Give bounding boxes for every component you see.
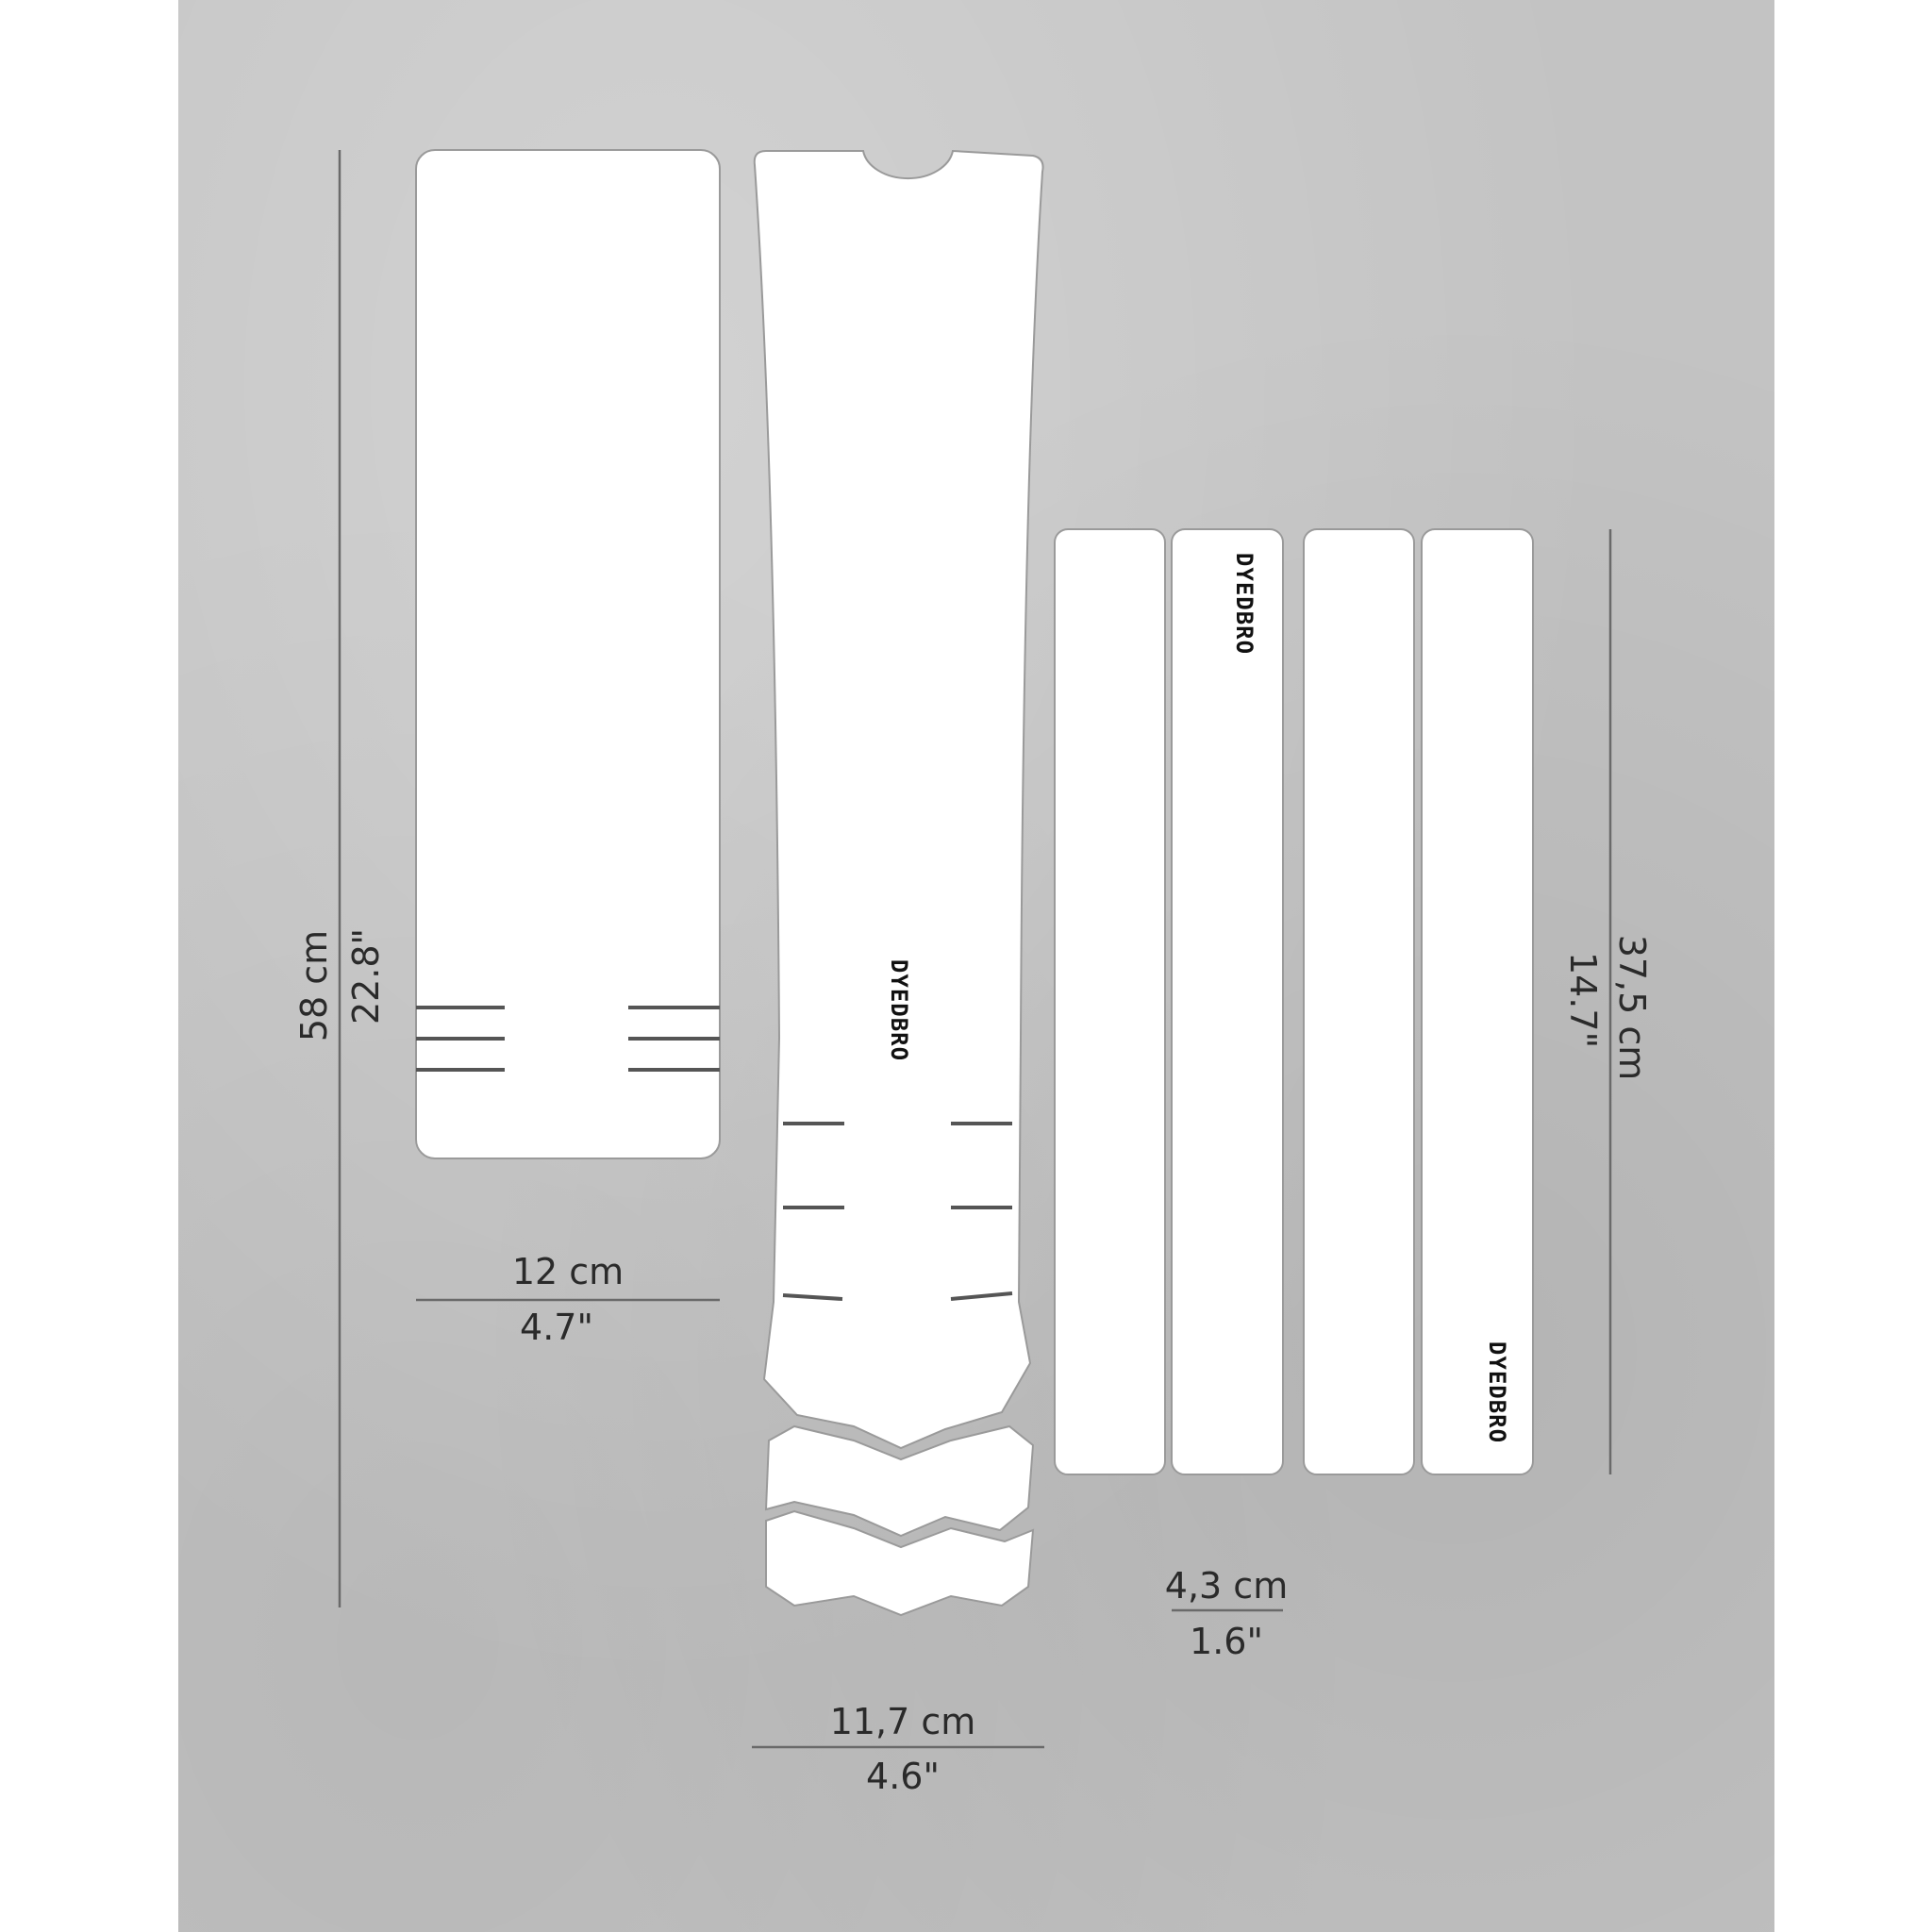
strip-4 (1421, 528, 1534, 1475)
strip-height-in: 14.7" (1562, 951, 1604, 1049)
center-piece-main (753, 149, 1044, 1450)
brand-logo-strip-2: DYEDBRO (1231, 552, 1257, 656)
center-width-cm: 11,7 cm (829, 1701, 976, 1742)
center-piece-segment-3 (765, 1509, 1035, 1617)
brand-logo-center: DYEDBRO (886, 958, 912, 1062)
cut-marks (416, 1006, 1013, 1301)
center-piece-segment-2 (764, 1424, 1035, 1538)
strip-width-in: 1.6" (1190, 1621, 1263, 1662)
brand-logo-strip-4: DYEDBRO (1484, 1341, 1510, 1444)
strip-2 (1171, 528, 1284, 1475)
strip-width-cm: 4,3 cm (1164, 1565, 1289, 1607)
panel-width-in: 4.7" (520, 1307, 593, 1348)
strip-1 (1054, 528, 1166, 1475)
strip-3 (1303, 528, 1415, 1475)
panel-width-cm: 12 cm (511, 1251, 625, 1292)
dimension-lines (338, 150, 1612, 1749)
panel-height-cm: 58 cm (293, 929, 335, 1042)
large-panel (415, 149, 721, 1159)
center-width-in: 4.6" (866, 1756, 940, 1797)
strip-height-cm: 37,5 cm (1611, 934, 1653, 1081)
panel-height-in: 22.8" (345, 927, 387, 1025)
